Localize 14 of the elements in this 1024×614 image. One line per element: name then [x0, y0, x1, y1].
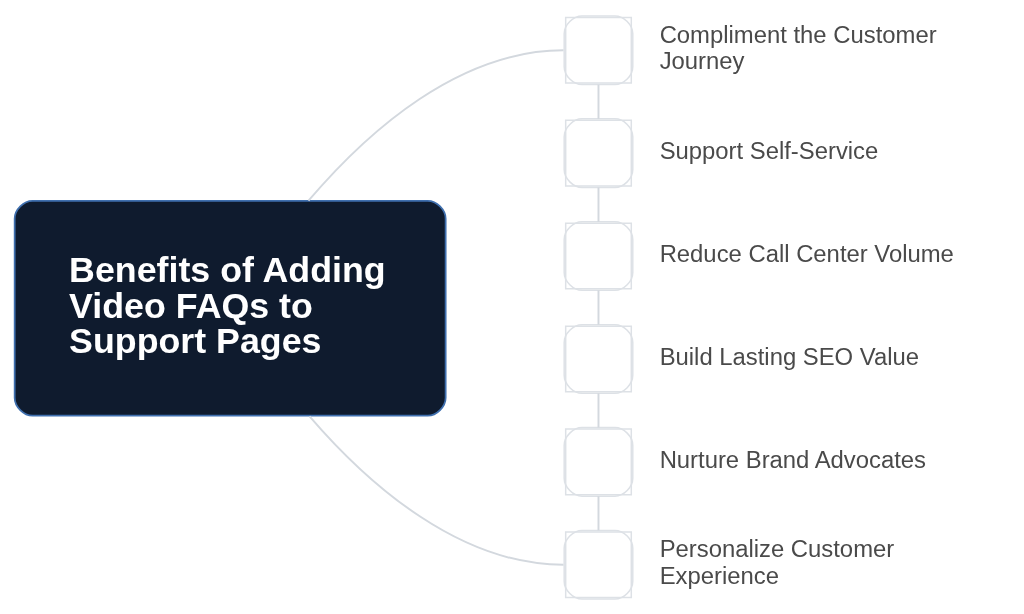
node-label: Nurture Brand Advocates: [659, 445, 927, 473]
node-label: Support Self-Service: [659, 136, 879, 164]
connector: [307, 48, 565, 202]
node-label: Compliment the Customer Journey: [659, 20, 937, 74]
connector: [597, 186, 600, 223]
node-box: Benefits of Adding Video FAQs to Support Pages: [13, 199, 447, 416]
connector: [597, 83, 600, 120]
node-label: Build Lasting SEO Value: [659, 342, 919, 370]
connector: [597, 391, 600, 428]
connector: [597, 494, 600, 531]
node-label: Personalize Customer Experience: [659, 534, 895, 589]
connector: [597, 288, 600, 326]
connector: [308, 414, 565, 566]
node-label: Reduce Call Center Volume: [659, 239, 954, 267]
